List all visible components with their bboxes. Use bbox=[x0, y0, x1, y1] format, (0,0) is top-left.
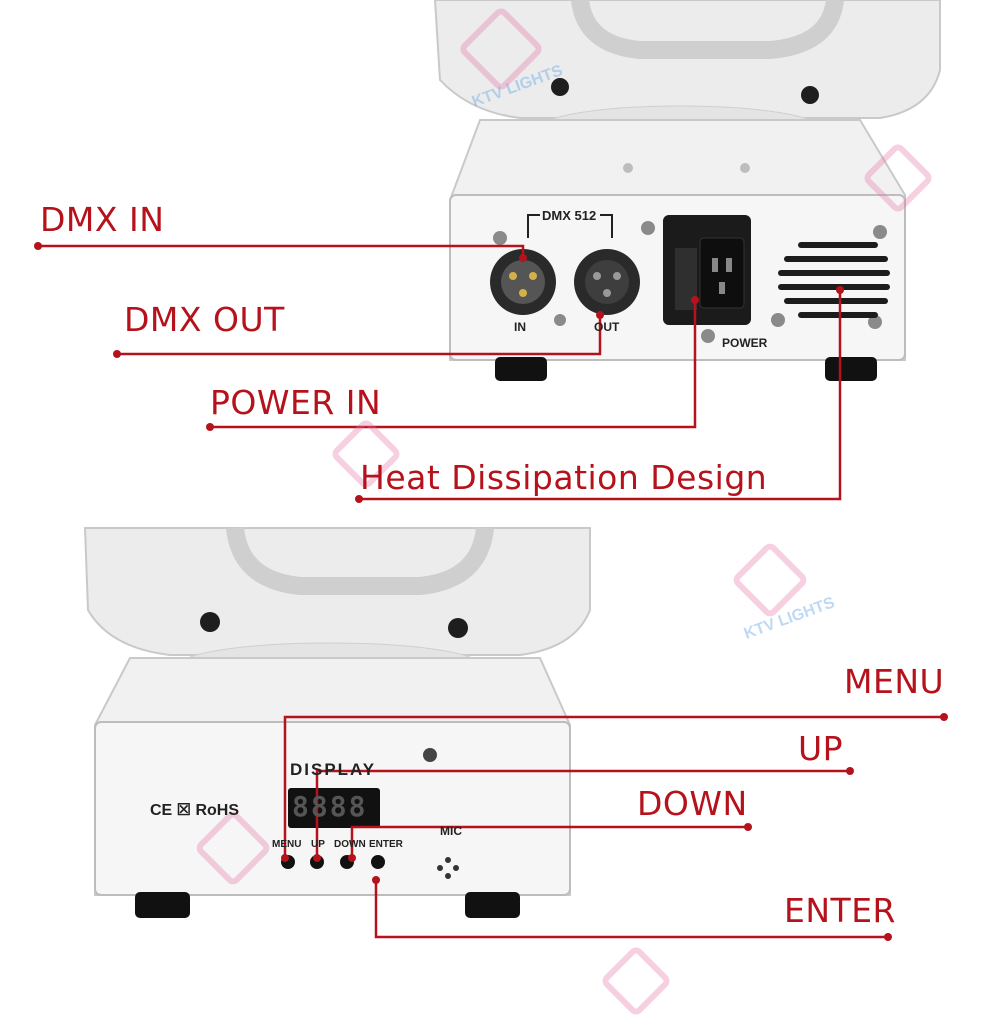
callout-menu: MENU bbox=[844, 662, 945, 701]
leader-lines bbox=[38, 244, 944, 939]
menu-button-label: MENU bbox=[272, 839, 302, 850]
callout-down: DOWN bbox=[637, 784, 748, 823]
callout-enter: ENTER bbox=[784, 891, 896, 930]
xlr-in-label: IN bbox=[514, 320, 526, 334]
enter-button-label: ENTER bbox=[369, 839, 403, 850]
down-button-label: DOWN bbox=[334, 839, 366, 850]
display-label: DISPLAY bbox=[290, 760, 377, 779]
up-button-label: UP bbox=[311, 839, 325, 850]
callout-power-in: POWER IN bbox=[210, 383, 382, 422]
callout-up: UP bbox=[798, 729, 844, 768]
top-base-body bbox=[449, 119, 906, 381]
heat-vent-grille bbox=[778, 242, 890, 318]
power-label: POWER bbox=[722, 336, 768, 350]
callout-dmx-in: DMX IN bbox=[40, 200, 165, 239]
dmx512-label: DMX 512 bbox=[542, 208, 597, 223]
certification-marks: CE ☒ RoHS bbox=[150, 802, 240, 819]
callout-dmx-out: DMX OUT bbox=[124, 300, 285, 339]
led-display: 8888 bbox=[292, 790, 368, 823]
callout-heat-dissipation: Heat Dissipation Design bbox=[360, 458, 768, 497]
bottom-base-body bbox=[94, 657, 571, 918]
mic-label: MIC bbox=[440, 824, 462, 838]
xlr-out-label: OUT bbox=[594, 320, 620, 334]
